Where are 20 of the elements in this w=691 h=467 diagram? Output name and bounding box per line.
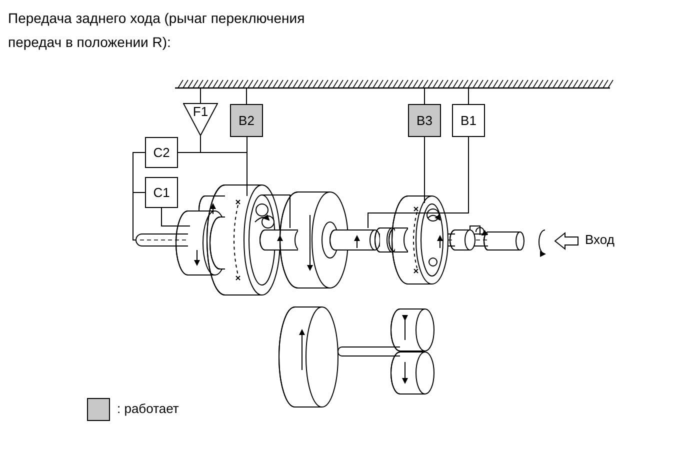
one-way-clutch-triangle: F1 [183, 103, 218, 136]
connector-line [132, 152, 146, 240]
component-box: B2 [230, 104, 263, 137]
component-box: B1 [452, 104, 485, 137]
connector-line [161, 208, 190, 226]
connector-line [178, 136, 201, 153]
component-box: C2 [145, 137, 178, 168]
connector-line [246, 136, 248, 196]
legend-text: : работает [117, 401, 179, 416]
connector-line [468, 88, 469, 104]
connector-line [368, 136, 469, 228]
connector-line [424, 136, 425, 204]
connector-line [246, 88, 247, 104]
component-box: C1 [145, 177, 178, 208]
component-box: B3 [408, 104, 441, 137]
input-label: Вход [585, 232, 614, 247]
ground-hatch [175, 80, 614, 89]
connector-line [200, 88, 201, 104]
title: Передача заднего хода (рычаг переключения передач в положении R): [8, 9, 306, 52]
connector-line [424, 88, 425, 104]
